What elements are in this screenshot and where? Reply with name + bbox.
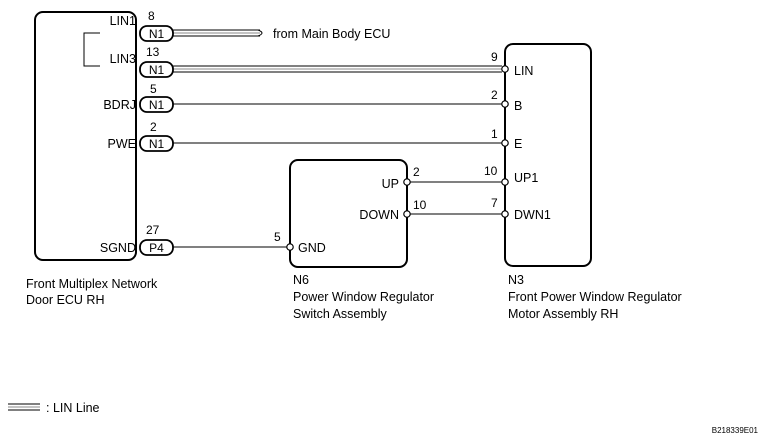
pin-number: 10 <box>413 198 427 212</box>
terminal-label: LIN3 <box>110 52 136 66</box>
terminal-label: LIN1 <box>110 14 136 28</box>
connector-label: N1 <box>149 137 165 151</box>
pin-number: 5 <box>150 82 157 96</box>
lin-line-main-body <box>172 29 263 37</box>
lin-line-motor <box>172 65 502 73</box>
terminal-label: GND <box>298 241 326 255</box>
pin-number: 13 <box>146 45 160 59</box>
switch-name-line2: Switch Assembly <box>293 307 388 321</box>
motor-name-line1: Front Power Window Regulator <box>508 290 682 304</box>
motor-code: N3 <box>508 273 524 287</box>
pin-number: 2 <box>491 88 498 102</box>
legend-lin-line <box>8 403 40 411</box>
connector-lin3: N1 <box>139 61 174 78</box>
ecu-internal-link <box>83 32 100 67</box>
terminal-circle <box>286 243 294 251</box>
pin-number: 1 <box>491 127 498 141</box>
connector-lin1: N1 <box>139 25 174 42</box>
pin-number: 2 <box>413 165 420 179</box>
motor-box <box>504 43 592 267</box>
terminal-label: BDRJ <box>103 98 136 112</box>
figure-id: B218339E01 <box>712 426 759 435</box>
terminal-label: DOWN <box>359 208 399 222</box>
connector-label: N1 <box>149 98 165 112</box>
pin-number: 2 <box>150 120 157 134</box>
connector-label: P4 <box>149 241 164 255</box>
terminal-label: LIN <box>514 64 533 78</box>
pin-number: 8 <box>148 9 155 23</box>
terminal-label: DWN1 <box>514 208 551 222</box>
terminal-circle <box>501 65 509 73</box>
switch-code: N6 <box>293 273 309 287</box>
ecu-name-line1: Front Multiplex Network <box>26 277 158 291</box>
connector-label: N1 <box>149 27 165 41</box>
ecu-box <box>34 11 137 261</box>
pin-number: 27 <box>146 223 160 237</box>
terminal-circle <box>403 210 411 218</box>
connector-pwe: N1 <box>139 135 174 152</box>
switch-name-line1: Power Window Regulator <box>293 290 434 304</box>
pin-number: 10 <box>484 164 498 178</box>
terminal-circle <box>501 178 509 186</box>
connector-label: N1 <box>149 63 165 77</box>
terminal-circle <box>501 210 509 218</box>
pin-number: 5 <box>274 230 281 244</box>
pin-number: 9 <box>491 50 498 64</box>
terminal-label: UP1 <box>514 171 538 185</box>
terminal-circle <box>403 178 411 186</box>
terminal-circle <box>501 100 509 108</box>
terminal-label: PWE <box>108 137 136 151</box>
from-main-body-label: from Main Body ECU <box>273 27 390 41</box>
connector-bdrj: N1 <box>139 96 174 113</box>
terminal-label: SGND <box>100 241 136 255</box>
motor-name-line2: Motor Assembly RH <box>508 307 618 321</box>
ecu-name-line2: Door ECU RH <box>26 293 105 307</box>
terminal-label: B <box>514 99 522 113</box>
terminal-label: UP <box>382 177 399 191</box>
connector-sgnd: P4 <box>139 239 174 256</box>
pin-number: 7 <box>491 196 498 210</box>
terminal-label: E <box>514 137 522 151</box>
terminal-circle <box>501 139 509 147</box>
legend-label: : LIN Line <box>46 401 100 415</box>
